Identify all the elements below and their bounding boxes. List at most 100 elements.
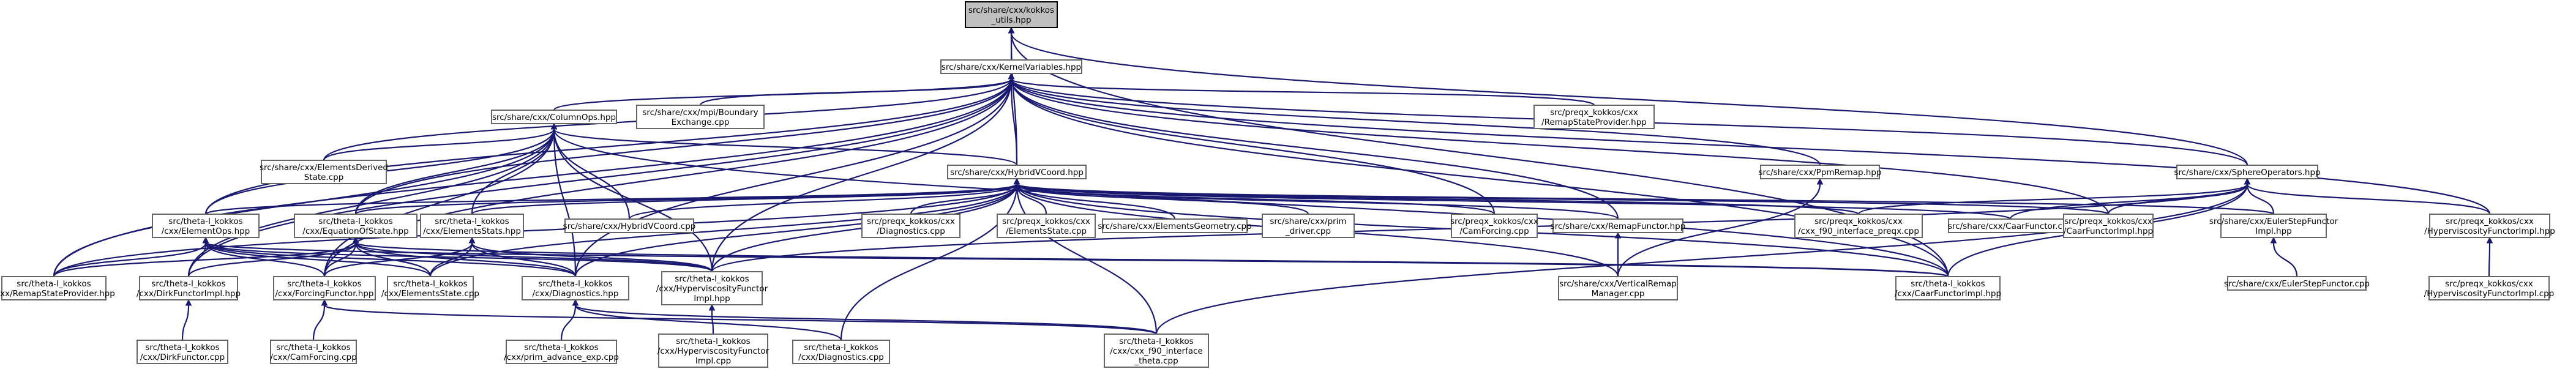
edge-line xyxy=(1010,78,1496,215)
node-box xyxy=(139,276,238,300)
node-label: _driver.cpp xyxy=(1285,226,1331,236)
node-caarfunctorcpp[interactable]: src/share/cxx/CaarFunctor.cpp xyxy=(1948,218,2073,233)
edge-line xyxy=(312,305,326,341)
node-label: src/theta-l_kokkos xyxy=(151,279,225,289)
arrowhead-icon xyxy=(550,122,558,130)
node-label: /cxx/DirkFunctor.cpp xyxy=(140,352,225,362)
edge-camforcing-to-kv xyxy=(1008,72,1496,215)
node-camforcing[interactable]: src/preqx_kokkos/cxx/CamForcing.cpp xyxy=(1450,214,1538,238)
node-box xyxy=(997,214,1096,238)
edges-layer xyxy=(53,26,2493,341)
node-label: src/share/cxx/CaarFunctor.cpp xyxy=(1948,222,2073,231)
edge-thetahyperimplcpp-to-thetahyperimpl xyxy=(708,304,716,335)
edge-elemops-to-kv xyxy=(204,72,1015,215)
node-preqxhypercpp[interactable]: src/preqx_kokkos/cxx/HyperviscosityFunct… xyxy=(2424,276,2555,300)
node-box xyxy=(420,214,524,238)
node-label: /cxx/prim_advance_exp.cpp xyxy=(504,352,619,362)
edge-hvcoord-to-colops xyxy=(550,122,1018,166)
node-remapfunctor[interactable]: src/share/cxx/RemapFunctor.hpp xyxy=(1551,218,1686,233)
node-label: src/share/cxx/EulerStepFunctor.cpp xyxy=(2224,279,2370,289)
edge-line xyxy=(2246,184,2275,215)
node-label: src/share/cxx/HybridVCoord.cpp xyxy=(563,222,696,231)
node-preqxelemstate[interactable]: src/preqx_kokkos/cxx/ElementsState.cpp xyxy=(997,214,1096,238)
edge-line xyxy=(53,184,1018,277)
node-thetacamforcing[interactable]: src/theta-l_kokkos/cxx/CamForcing.cpp xyxy=(270,340,357,364)
node-cxx90interface[interactable]: src/preqx_kokkos/cxx/cxx_f90_interface_p… xyxy=(1794,214,1923,238)
node-preqxdiag[interactable]: src/preqx_kokkos/cxx/Diagnostics.cpp xyxy=(861,214,960,238)
node-kv[interactable]: src/share/cxx/KernelVariables.hpp xyxy=(940,59,1082,74)
node-thetahyperimpl[interactable]: src/theta-l_kokkos/cxx/HyperviscosityFun… xyxy=(656,271,768,305)
node-thetacaarimpl[interactable]: src/theta-l_kokkos/cxx/CaarFunctorImpl.h… xyxy=(1895,276,2001,300)
node-elemops[interactable]: src/theta-l_kokkos/cxx/ElementOps.hpp xyxy=(152,214,260,238)
node-label: src/theta-l_kokkos xyxy=(393,279,467,289)
node-dirkimpl[interactable]: src/theta-l_kokkos/cxx/DirkFunctorImpl.h… xyxy=(137,276,241,300)
node-forcingfunctor[interactable]: src/theta-l_kokkos/cxx/ForcingFunctor.hp… xyxy=(273,276,376,300)
node-diaghpp[interactable]: src/theta-l_kokkos/cxx/Diagnostics.hpp xyxy=(522,276,629,300)
node-hvcoordcpp[interactable]: src/share/cxx/HybridVCoord.cpp xyxy=(563,218,696,233)
edge-line xyxy=(1010,78,1619,220)
node-box xyxy=(1451,214,1538,238)
node-box xyxy=(2428,276,2550,300)
node-box xyxy=(1558,276,1678,300)
node-colops[interactable]: src/share/cxx/ColumnOps.hpp xyxy=(491,110,617,124)
node-label: src/theta-l_kokkos xyxy=(675,274,749,284)
arrowhead-icon xyxy=(572,299,579,306)
edge-dirkfunctor-to-dirkimpl xyxy=(181,299,192,341)
node-label: src/preqx_kokkos/cxx xyxy=(1450,217,1538,226)
node-box xyxy=(2227,276,2367,291)
edge-line xyxy=(354,129,555,215)
node-label: src/theta-l_kokkos xyxy=(524,343,598,352)
node-thetaelemstate[interactable]: src/theta-l_kokkos/cxx/ElementsState.cpp xyxy=(381,276,479,300)
node-box xyxy=(636,105,765,129)
node-label: /cxx/ElementsStats.hpp xyxy=(423,226,521,236)
node-eos[interactable]: src/theta-l_kokkos/cxx/EquationOfState.h… xyxy=(294,214,417,238)
node-dirkfunctor[interactable]: src/theta-l_kokkos/cxx/DirkFunctor.cpp xyxy=(137,340,228,364)
edge-line xyxy=(1155,184,2248,335)
edge-line xyxy=(628,184,1018,220)
node-elemstats[interactable]: src/theta-l_kokkos/cxx/ElementsStats.hpp xyxy=(420,214,524,238)
node-label: /cxx/Diagnostics.hpp xyxy=(533,289,619,299)
edge-line xyxy=(429,242,473,277)
edge-line xyxy=(53,129,555,277)
node-preqxhyperimpl[interactable]: src/preqx_kokkos/cxx/HyperviscosityFunct… xyxy=(2424,214,2555,238)
node-box xyxy=(661,271,763,305)
node-primadvance[interactable]: src/theta-l_kokkos/cxx/prim_advance_exp.… xyxy=(504,340,619,364)
node-thetadiagcpp[interactable]: src/theta-l_kokkos/cxx/Diagnostics.cpp xyxy=(792,340,890,364)
node-box xyxy=(792,340,890,364)
arrowhead-icon xyxy=(1816,177,1824,185)
node-label: src/theta-l_kokkos xyxy=(804,343,878,352)
node-ppmremap[interactable]: src/share/cxx/PpmRemap.hpp xyxy=(1758,165,1882,179)
node-thetahyperimplcpp[interactable]: src/theta-l_kokkos/cxx/HyperviscosityFun… xyxy=(657,334,769,368)
node-label: src/share/cxx/RemapFunctor.hpp xyxy=(1551,222,1686,231)
node-label: /RemapStateProvider.hpp xyxy=(1541,117,1647,127)
node-primdriver[interactable]: src/share/cxx/prim_driver.cpp xyxy=(1262,214,1355,238)
node-utils[interactable]: src/share/cxx/kokkos_utils.hpp xyxy=(965,1,1058,28)
node-eulerstepcpp[interactable]: src/share/cxx/EulerStepFunctor.cpp xyxy=(2224,276,2370,291)
edge-line xyxy=(471,183,1018,215)
edge-line xyxy=(1016,183,1619,220)
node-elemgeom[interactable]: src/share/cxx/ElementsGeometry.cpp xyxy=(1098,218,1252,233)
edge-line xyxy=(2272,242,2298,277)
node-label: _utils.hpp xyxy=(990,15,1031,25)
edge-remapstateprov-to-kv xyxy=(1008,72,1595,106)
node-box xyxy=(564,218,694,233)
edge-line xyxy=(840,184,1018,341)
node-hvcoord[interactable]: src/share/cxx/HybridVCoord.hpp xyxy=(947,165,1087,179)
node-thetaremap[interactable]: src/theta-l_kokkos/cxx/RemapStateProvide… xyxy=(0,276,115,300)
node-label: src/theta-l_kokkos xyxy=(1911,279,1985,289)
node-preqxcaarimpl[interactable]: src/preqx_kokkos/cxx/CaarFunctorImpl.hpp xyxy=(2063,214,2154,238)
node-label: /cxx/HyperviscosityFunctor xyxy=(657,346,769,356)
node-box xyxy=(1552,218,1683,233)
node-sphereops[interactable]: src/share/cxx/SphereOperators.hpp xyxy=(2174,165,2321,179)
node-remapstateprov[interactable]: src/preqx_kokkos/cxx/RemapStateProvider.… xyxy=(1533,105,1655,129)
node-thetacxx90[interactable]: src/theta-l_kokkos/cxx/cxx_f90_interface… xyxy=(1104,334,1209,368)
edge-line xyxy=(553,129,577,277)
edge-line xyxy=(323,129,555,277)
arrowhead-icon xyxy=(185,299,192,306)
edge-line xyxy=(323,242,357,277)
